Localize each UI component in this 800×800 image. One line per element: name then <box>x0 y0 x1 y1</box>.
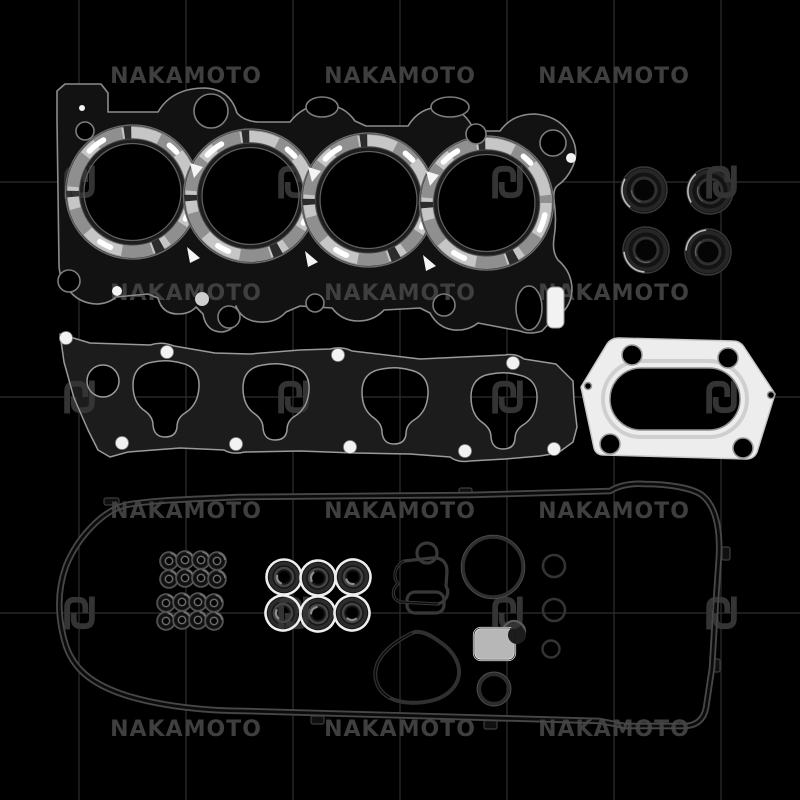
plug-tube-seal <box>264 557 304 597</box>
watermark-layer: NAKAMOTO NAKAMOTO NAKAMOTO NAKAMOTO NAKA… <box>67 64 734 742</box>
brand-watermark: NAKAMOTO <box>110 717 262 742</box>
cylinder-head-gasket <box>56 83 577 334</box>
parts-layer <box>56 83 776 730</box>
brand-watermark: NAKAMOTO <box>538 64 690 89</box>
watermark-texts: NAKAMOTO NAKAMOTO NAKAMOTO NAKAMOTO NAKA… <box>110 64 690 742</box>
brand-watermark: NAKAMOTO <box>324 717 476 742</box>
brand-watermark: NAKAMOTO <box>110 64 262 89</box>
grommet <box>203 610 225 632</box>
plate-corner-notch <box>508 626 526 644</box>
o-ring-medium <box>476 671 512 707</box>
o-ring-small <box>541 639 561 659</box>
brand-watermark: NAKAMOTO <box>110 281 262 306</box>
valve-cover-gasket-tabs <box>103 487 731 730</box>
brand-watermark: NAKAMOTO <box>324 281 476 306</box>
grommet <box>206 550 228 572</box>
valve-cover-gasket <box>56 480 731 730</box>
head-gasket-white-tab <box>546 286 565 329</box>
valve-stem-seal-cluster-bottom <box>155 591 225 632</box>
grommet <box>203 592 225 614</box>
cylinder-bore-4 <box>420 136 554 270</box>
intake-gasket-body <box>59 333 578 463</box>
head-gasket-holes <box>57 93 567 331</box>
cam-seal <box>619 165 669 215</box>
intake-gasket-bolt-holes <box>59 331 561 458</box>
o-ring-medium-edge <box>476 671 512 707</box>
o-ring-small <box>541 597 567 623</box>
cylinder-bore-3 <box>302 133 436 267</box>
brand-watermark: NAKAMOTO <box>538 717 690 742</box>
brand-watermark: NAKAMOTO <box>538 281 690 306</box>
head-gasket-coolant-dots <box>79 105 576 306</box>
plug-tube-seal <box>326 587 378 639</box>
cylinder-bore-1 <box>66 125 200 259</box>
grommet <box>206 568 228 590</box>
o-ring-large <box>461 535 525 599</box>
brand-watermark: NAKAMOTO <box>324 499 476 524</box>
o-ring-set <box>460 534 567 707</box>
o-ring-large-edge <box>460 534 526 600</box>
cam-seal <box>673 217 743 287</box>
intake-manifold-gasket <box>59 331 578 463</box>
valve-stem-seal-cluster-top <box>158 549 228 590</box>
exhaust-gasket-emboss-ring <box>601 359 749 439</box>
cam-seal <box>611 215 681 285</box>
brand-watermark: NAKAMOTO <box>324 64 476 89</box>
exhaust-gasket-port-opening <box>609 367 741 431</box>
valve-cover-gasket-groove <box>57 482 721 728</box>
brand-watermark: NAKAMOTO <box>110 499 262 524</box>
exhaust-manifold-gasket <box>580 337 776 460</box>
chain-case-gasket <box>391 541 450 615</box>
o-ring-small <box>541 553 567 579</box>
brand-watermark: NAKAMOTO <box>538 499 690 524</box>
oil-passage-gasket <box>373 629 462 705</box>
exhaust-gasket-bolt-holes <box>583 344 776 459</box>
plug-tube-seal <box>327 551 379 603</box>
